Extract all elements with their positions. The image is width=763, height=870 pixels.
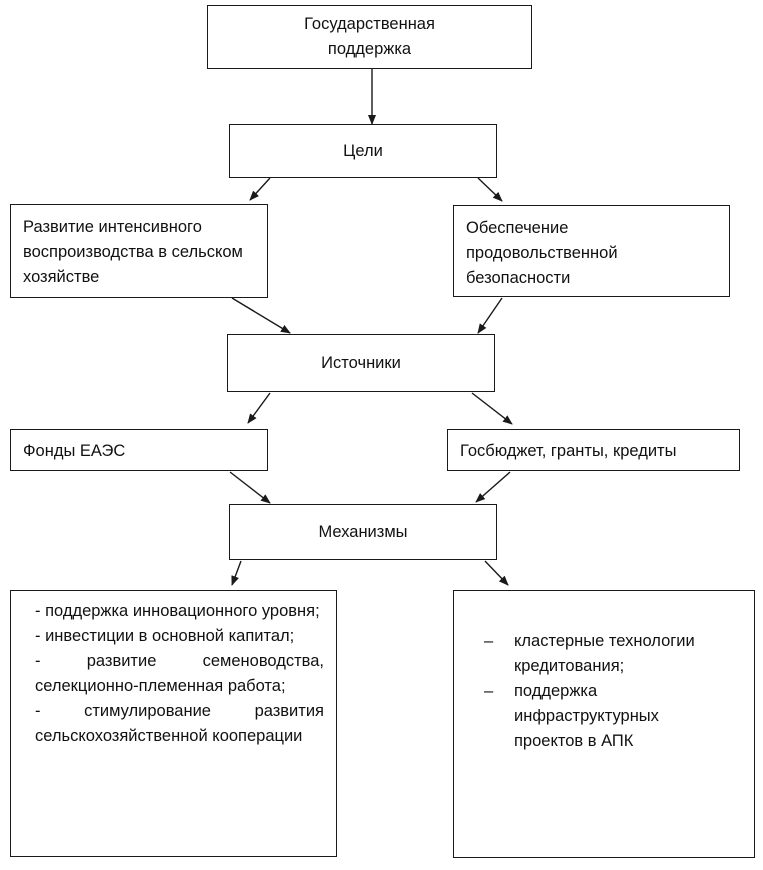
node-sources: Источники <box>227 334 495 392</box>
node-state-support: Государственная поддержка <box>207 5 532 69</box>
node-mechanisms-label: Механизмы <box>318 522 408 541</box>
arrow-goals-to-right <box>477 177 503 202</box>
node-mechanisms-right-list: кластерные технологии кредитования; подд… <box>453 590 755 858</box>
arrow-mechanisms-to-left <box>231 560 242 586</box>
node-goal-food-security: Обеспечение продовольственной безопаснос… <box>453 205 730 297</box>
arrow-left-to-sources <box>231 297 291 334</box>
node-source-budget-grants-credits-label: Госбюджет, гранты, кредиты <box>460 442 677 460</box>
mechanism-left-item: - поддержка инновационного уровня; <box>35 602 320 620</box>
node-goal-intensive-reproduction: Развитие интенсивного воспроизводства в … <box>10 204 268 298</box>
node-source-eaeu-funds-label: Фонды ЕАЭС <box>23 442 126 460</box>
node-state-support-label: Государственная поддержка <box>304 15 435 58</box>
arrow-mechanisms-to-right <box>484 560 509 586</box>
arrow-sources-to-right <box>471 392 513 425</box>
node-source-budget-grants-credits: Госбюджет, гранты, кредиты <box>447 429 740 471</box>
mechanism-left-item: - инвестиции в основной капитал; <box>35 627 295 645</box>
node-goal-intensive-reproduction-label: Развитие интенсивного воспроизводства в … <box>23 218 243 286</box>
arrow-right-to-mechanisms <box>475 471 511 503</box>
arrow-left-to-mechanisms <box>229 471 271 504</box>
node-sources-label: Источники <box>321 353 401 372</box>
mechanism-right-item: поддержка инфраструктурных проектов в АП… <box>476 679 724 754</box>
node-goals-label: Цели <box>343 141 383 160</box>
mechanism-left-item: - развитие семеноводства, селекционно-пл… <box>35 652 324 695</box>
mechanism-right-item: кластерные технологии кредитования; <box>476 629 724 679</box>
arrow-sources-to-left <box>247 392 271 424</box>
node-goal-food-security-label: Обеспечение продовольственной безопаснос… <box>466 219 618 287</box>
node-mechanisms: Механизмы <box>229 504 497 560</box>
mechanism-left-item: - стимулирование развития сельскохозяйст… <box>35 702 324 745</box>
arrow-goals-to-left <box>249 177 271 201</box>
mechanism-right-list: кластерные технологии кредитования; подд… <box>476 629 724 754</box>
arrow-right-to-sources <box>477 297 503 334</box>
node-goals: Цели <box>229 124 497 178</box>
node-source-eaeu-funds: Фонды ЕАЭС <box>10 429 268 471</box>
node-mechanisms-left-list: - поддержка инновационного уровня; - инв… <box>10 590 337 857</box>
